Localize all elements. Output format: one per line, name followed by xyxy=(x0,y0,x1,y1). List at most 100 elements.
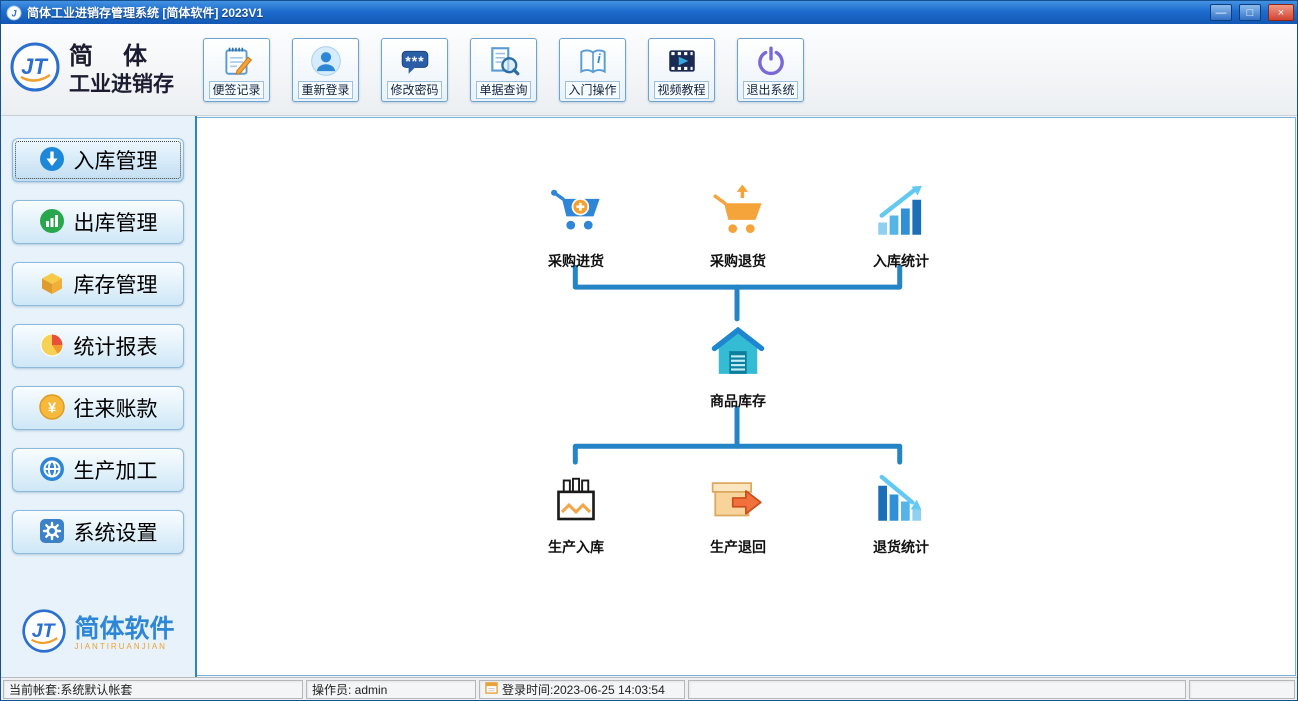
app-brand: JT 简 体 工业进销存 xyxy=(9,41,197,98)
svg-text:JT: JT xyxy=(21,54,48,79)
bars-up-icon xyxy=(873,184,929,245)
toolbar-button-relogin[interactable]: 重新登录 xyxy=(292,37,359,102)
cart-plus-icon xyxy=(548,184,604,245)
close-button[interactable]: × xyxy=(1268,4,1294,21)
toolbar-buttons: 便签记录 重新登录 *** 修改密码 单据查询 xyxy=(203,37,826,102)
toolbar-button-label: 修改密码 xyxy=(387,80,442,99)
statusbar: 当前帐套:系统默认帐套 操作员: admin 登录时间:2023-06-25 1… xyxy=(1,677,1297,700)
svg-text:i: i xyxy=(597,51,601,66)
status-operator: 操作员: admin xyxy=(306,679,476,699)
notepad-icon xyxy=(220,42,254,80)
diagram-node-production-in[interactable]: 生产入库 xyxy=(516,470,636,557)
box-3d-icon xyxy=(39,270,65,299)
diagram-node-label: 入库统计 xyxy=(873,253,929,269)
toolbar-button-label: 退出系统 xyxy=(743,80,798,99)
toolbar-button-query[interactable]: 单据查询 xyxy=(470,37,537,102)
sidebar-brand: JT 简体软件 JIANTIRUANJIAN xyxy=(21,608,175,659)
app-logo-icon: J xyxy=(6,5,22,21)
chart-circle-icon xyxy=(39,208,65,237)
package-icon xyxy=(548,470,604,531)
sidebar-item-accounts[interactable]: ¥ 往来账款 xyxy=(12,386,184,430)
toolbar-button-label: 视频教程 xyxy=(654,80,709,99)
status-operator-text: 操作员: admin xyxy=(312,682,388,697)
status-spacer xyxy=(688,679,1186,699)
brand-line1: 简 体 xyxy=(69,43,159,70)
diagram-node-label: 生产退回 xyxy=(710,539,766,555)
calendar-icon xyxy=(485,681,498,697)
toolbar: JT 简 体 工业进销存 便签记录 重新登录 xyxy=(1,24,1297,116)
brand-logo-icon: JT xyxy=(21,608,67,659)
sidebar: 入库管理 出库管理 库存管理 统计报表 xyxy=(1,116,197,677)
brand-logo-icon: JT xyxy=(9,41,61,98)
sidebar-brand-subtitle: JIANTIRUANJIAN xyxy=(74,642,167,651)
status-account: 当前帐套:系统默认帐套 xyxy=(3,679,303,699)
minimize-button[interactable]: — xyxy=(1210,4,1232,21)
box-return-icon xyxy=(710,470,766,531)
titlebar: J 简体工业进销存管理系统 [简体软件] 2023V1 — □ × xyxy=(1,1,1297,24)
diagram-node-purchase-return[interactable]: 采购退货 xyxy=(678,184,798,271)
toolbar-button-label: 入门操作 xyxy=(565,80,620,99)
cart-return-icon xyxy=(710,184,766,245)
sidebar-item-label: 系统设置 xyxy=(73,522,158,545)
diagram-node-production-return[interactable]: 生产退回 xyxy=(678,470,798,557)
sidebar-item-label: 生产加工 xyxy=(73,460,158,483)
sidebar-item-production[interactable]: 生产加工 xyxy=(12,448,184,492)
sidebar-item-label: 往来账款 xyxy=(73,398,158,421)
diagram-node-inbound-stats[interactable]: 入库统计 xyxy=(841,184,961,271)
password-bubble-icon: *** xyxy=(398,42,432,80)
sidebar-item-label: 入库管理 xyxy=(73,150,158,173)
sidebar-item-outbound[interactable]: 出库管理 xyxy=(12,200,184,244)
window-body: 入库管理 出库管理 库存管理 统计报表 xyxy=(1,116,1297,677)
sidebar-item-label: 统计报表 xyxy=(73,336,158,359)
brand-line2: 工业进销存 xyxy=(69,71,174,96)
sidebar-item-reports[interactable]: 统计报表 xyxy=(12,324,184,368)
status-spacer-right xyxy=(1189,679,1295,699)
bars-down-icon xyxy=(873,470,929,531)
yen-coin-icon: ¥ xyxy=(38,393,65,423)
sidebar-item-label: 出库管理 xyxy=(73,212,158,235)
diagram-node-label: 退货统计 xyxy=(873,539,929,555)
status-login-time-text: 登录时间:2023-06-25 14:03:54 xyxy=(502,682,665,697)
sidebar-brand-name: 简体软件 xyxy=(74,615,175,643)
sidebar-item-label: 库存管理 xyxy=(73,274,158,297)
status-login-time: 登录时间:2023-06-25 14:03:54 xyxy=(479,679,685,699)
warehouse-icon xyxy=(710,324,766,385)
toolbar-button-label: 便签记录 xyxy=(209,80,264,99)
window-title: 简体工业进销存管理系统 [简体软件] 2023V1 xyxy=(27,6,264,20)
video-film-icon xyxy=(665,42,699,80)
toolbar-button-label: 单据查询 xyxy=(476,80,531,99)
diagram-node-return-stats[interactable]: 退货统计 xyxy=(841,470,961,557)
svg-text:J: J xyxy=(11,8,17,18)
toolbar-button-guide[interactable]: i 入门操作 xyxy=(559,37,626,102)
gear-icon xyxy=(39,518,65,547)
status-account-text: 当前帐套:系统默认帐套 xyxy=(9,682,133,697)
toolbar-button-video[interactable]: 视频教程 xyxy=(648,37,715,102)
main-canvas: 采购进货 采购退货 入库统计 商品库存 xyxy=(197,117,1296,676)
arrow-down-circle-icon xyxy=(39,146,65,175)
svg-text:***: *** xyxy=(405,52,424,68)
open-book-icon: i xyxy=(576,42,610,80)
diagram-node-label: 采购退货 xyxy=(710,253,766,269)
globe-icon xyxy=(39,456,65,485)
brand-text: 简 体 工业进销存 xyxy=(69,43,174,97)
svg-text:¥: ¥ xyxy=(47,399,56,416)
diagram-node-purchase-in[interactable]: 采购进货 xyxy=(516,184,636,271)
diagram-node-label: 商品库存 xyxy=(710,393,766,409)
document-search-icon xyxy=(487,42,521,80)
diagram-node-label: 生产入库 xyxy=(548,539,604,555)
pie-chart-icon xyxy=(39,332,65,361)
maximize-button[interactable]: □ xyxy=(1239,4,1261,21)
sidebar-item-inbound[interactable]: 入库管理 xyxy=(12,138,184,182)
svg-text:JT: JT xyxy=(32,620,57,642)
sidebar-item-settings[interactable]: 系统设置 xyxy=(12,510,184,554)
diagram-node-label: 采购进货 xyxy=(548,253,604,269)
sidebar-item-inventory[interactable]: 库存管理 xyxy=(12,262,184,306)
toolbar-button-notes[interactable]: 便签记录 xyxy=(203,37,270,102)
diagram-node-stock[interactable]: 商品库存 xyxy=(678,324,798,411)
user-icon xyxy=(309,42,343,80)
toolbar-button-exit[interactable]: 退出系统 xyxy=(737,37,804,102)
toolbar-button-label: 重新登录 xyxy=(298,80,353,99)
flow-connectors xyxy=(572,264,903,465)
toolbar-button-password[interactable]: *** 修改密码 xyxy=(381,37,448,102)
